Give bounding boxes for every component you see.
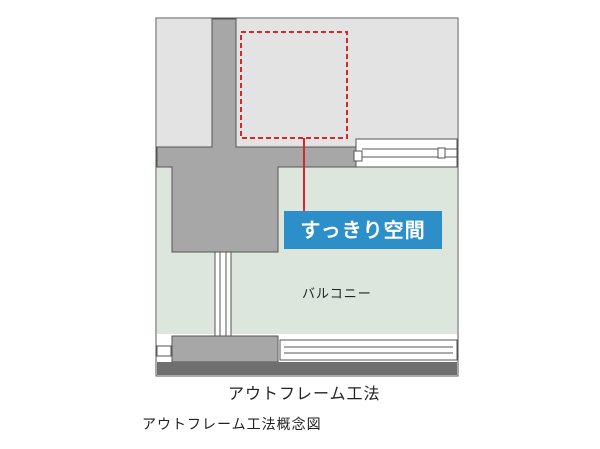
clear-space-box xyxy=(240,31,348,139)
column-footing xyxy=(171,335,279,363)
method-label: アウトフレーム工法 xyxy=(228,384,381,403)
balcony-rail-left xyxy=(156,345,172,357)
balcony-rail-right xyxy=(279,339,458,361)
floor-base xyxy=(157,362,457,375)
balcony-post xyxy=(214,251,232,337)
column-beam-concrete xyxy=(156,18,357,253)
callout-box xyxy=(284,211,442,249)
room-area xyxy=(157,19,457,147)
callout-text: すっきり空間 xyxy=(300,218,426,242)
balcony-label: バルコニー xyxy=(302,287,372,302)
figure-caption: アウトフレーム工法概念図 xyxy=(142,417,322,433)
